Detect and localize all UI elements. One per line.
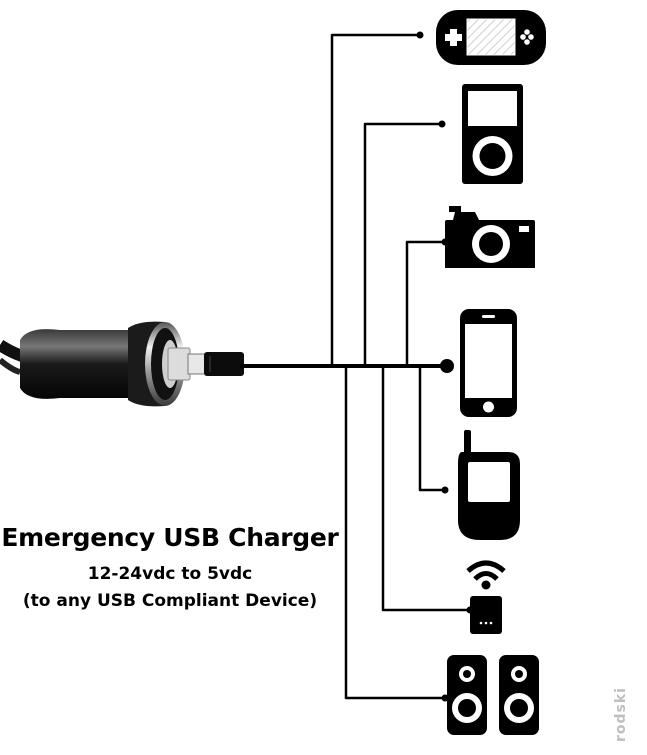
smartphone-icon bbox=[460, 309, 517, 417]
handheld-game-icon bbox=[436, 10, 546, 65]
car-charger-image bbox=[0, 322, 244, 407]
wire-speakers bbox=[346, 366, 445, 698]
caption-title: Emergency USB Charger bbox=[0, 523, 340, 552]
wire-mp3-player bbox=[365, 124, 442, 366]
speakers-icon bbox=[447, 655, 539, 735]
camera-icon bbox=[445, 206, 535, 268]
wireless-remote-icon bbox=[468, 563, 504, 634]
wire-cell-phone bbox=[420, 366, 445, 490]
wire-camera bbox=[407, 242, 445, 366]
caption-voltage: 12-24vdc to 5vdc bbox=[0, 564, 340, 584]
ipod-icon bbox=[462, 84, 523, 184]
flip-phone-icon bbox=[458, 430, 520, 540]
wire-remote bbox=[383, 366, 470, 610]
watermark-text: rodski bbox=[613, 687, 629, 742]
main-cable-endpoint bbox=[440, 359, 454, 373]
caption-compatibility: (to any USB Compliant Device) bbox=[0, 591, 340, 611]
